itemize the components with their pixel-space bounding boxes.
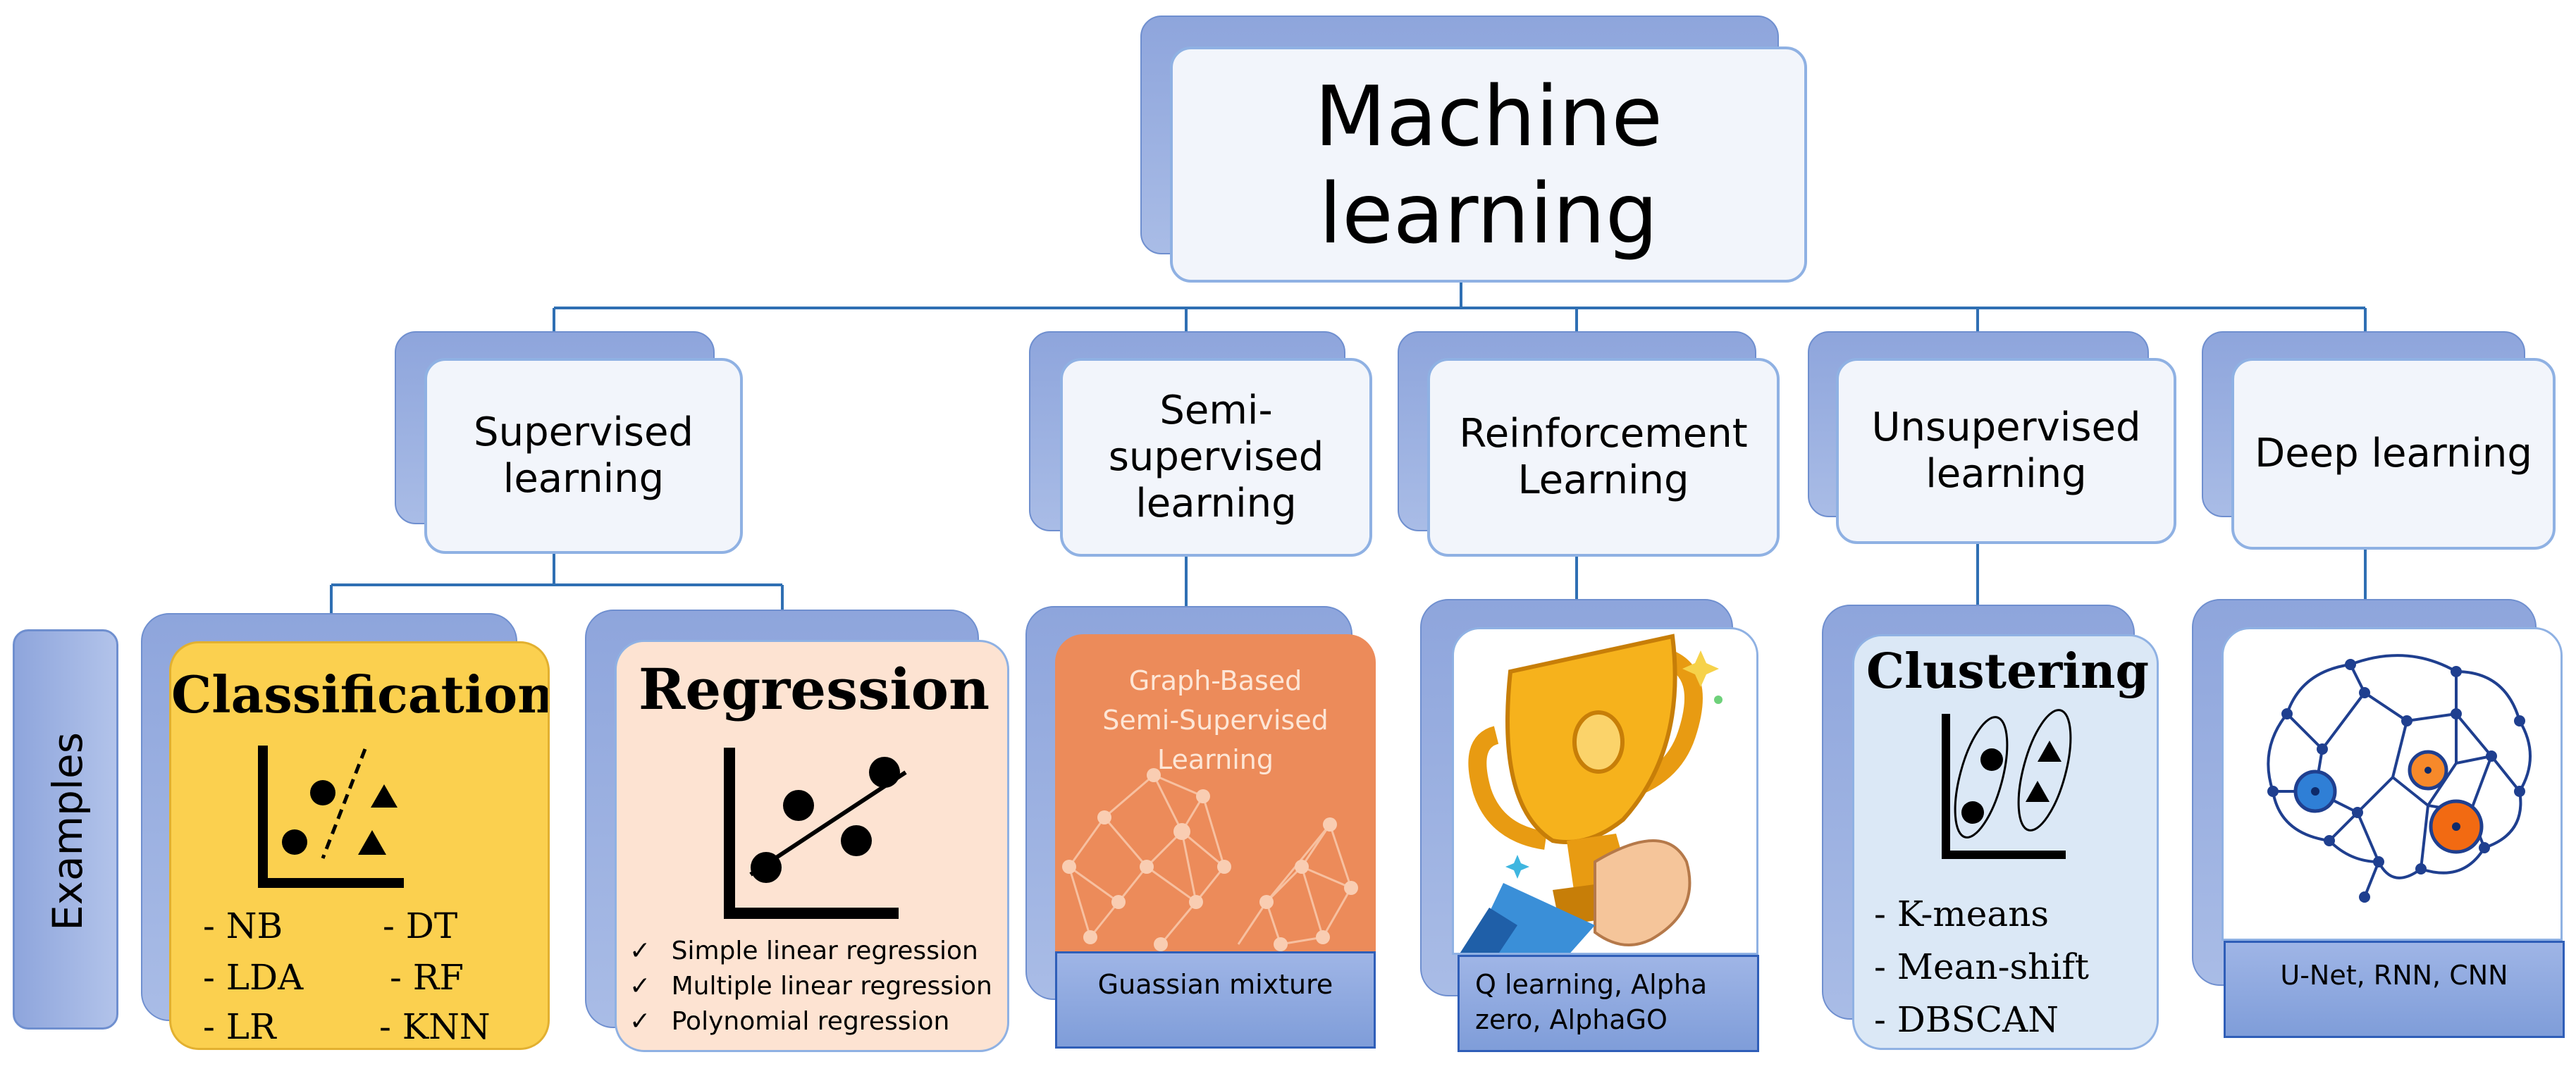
semi-caption: Guassian mixture (1055, 951, 1376, 1049)
cluster-item-2: - Mean-shift (1874, 946, 2089, 987)
regression-item-1-label: Simple linear regression (671, 937, 978, 965)
examples-label-box: Examples (13, 629, 118, 1030)
semi-example-image: Graph-Based Semi-Supervised Learning (1055, 634, 1376, 951)
check-icon: ✓ (629, 937, 651, 965)
deep-learning-node: Deep learning (2231, 358, 2556, 550)
regression-plot-icon (724, 748, 907, 919)
regression-item-1: ✓ Simple linear regression (629, 937, 978, 965)
graph-network-icon (1062, 768, 1358, 951)
examples-label: Examples (44, 732, 92, 931)
reinforcement-label: Reinforcement Learning (1459, 411, 1748, 503)
check-icon: ✓ (629, 972, 651, 1001)
regression-card: Regression ✓ Simple linear regression ✓ … (615, 640, 1009, 1052)
unsupervised-node: Unsupervised learning (1836, 358, 2176, 544)
regression-item-2: ✓ Multiple linear regression (629, 972, 992, 1001)
unsupervised-label: Unsupervised learning (1871, 404, 2141, 497)
regression-item-3-label: Polynomial regression (671, 1007, 950, 1036)
clustering-plot-icon (1942, 709, 2072, 859)
root-title: Machine learning (1314, 67, 1663, 262)
supervised-node: Supervised learning (424, 358, 743, 554)
deep-caption: U-Net, RNN, CNN (2224, 941, 2565, 1038)
algo-lr: - LR (203, 1006, 276, 1047)
trophy-hand-icon (1460, 634, 1723, 953)
regression-item-3: ✓ Polynomial regression (629, 1007, 949, 1036)
semi-supervised-label: Semi- supervised learning (1108, 388, 1324, 526)
classification-title: Classification (171, 665, 550, 724)
algo-rf: - RF (390, 957, 464, 998)
reinforcement-caption: Q learning, Alpha zero, AlphaGO (1458, 955, 1759, 1052)
regression-title: Regression (638, 656, 990, 722)
algo-dt: - DT (383, 906, 458, 946)
classification-card: Classification - NB - DT - LDA - RF - LR… (169, 641, 550, 1050)
clustering-card: Clustering - K-means - Mean-shift - DBSC… (1852, 634, 2159, 1050)
clustering-title: Clustering (1866, 643, 2149, 700)
reinforcement-example-image (1452, 627, 1758, 955)
brain-network-icon (2267, 654, 2532, 903)
supervised-label: Supervised learning (474, 409, 694, 502)
deep-example-image (2221, 627, 2563, 941)
semi-supervised-node: Semi- supervised learning (1060, 358, 1372, 557)
deep-learning-label: Deep learning (2255, 431, 2532, 476)
algo-knn: - KNN (379, 1006, 491, 1047)
algo-lda: - LDA (203, 957, 304, 998)
cluster-item-1: - K-means (1874, 894, 2050, 934)
check-icon: ✓ (629, 1007, 651, 1036)
semi-image-title: Graph-Based Semi-Supervised Learning (1102, 665, 1329, 775)
regression-item-2-label: Multiple linear regression (671, 972, 992, 1001)
cluster-item-3: - DBSCAN (1874, 999, 2059, 1040)
algo-nb: - NB (203, 906, 283, 946)
classification-plot-icon (258, 746, 404, 888)
reinforcement-node: Reinforcement Learning (1427, 358, 1780, 557)
root-node: Machine learning (1170, 47, 1807, 283)
